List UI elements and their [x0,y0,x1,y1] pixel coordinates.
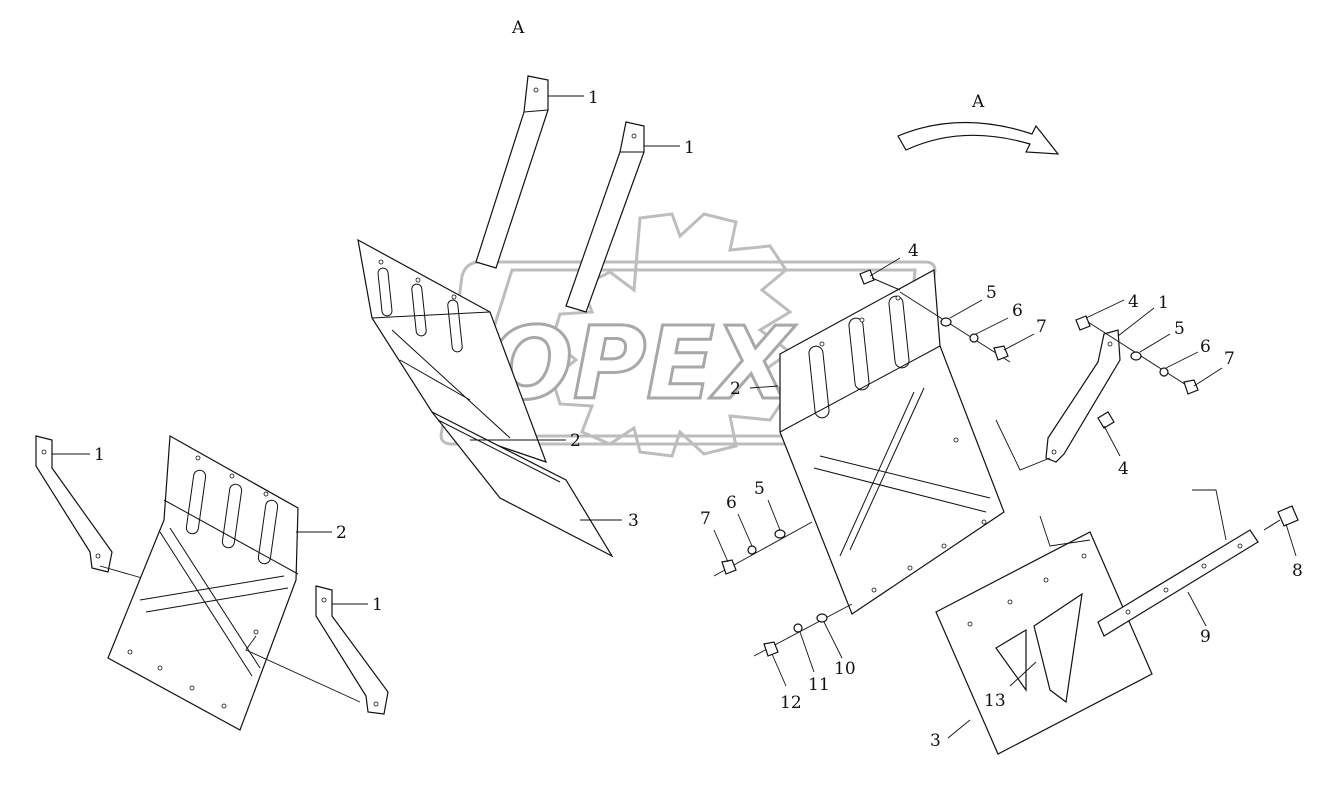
callout-right-13: 13 [984,691,1006,711]
callout-left-1a: 1 [94,445,105,465]
left-bracket-1a [35,435,113,573]
callout-right-5b: 5 [1174,319,1185,339]
callout-right-6b: 6 [1200,337,1211,357]
callout-right-4a: 4 [908,241,919,261]
reinforcement-strip-part-9 [1097,529,1259,637]
callout-right-7b: 7 [1224,349,1235,369]
view-arrow-label: A [971,92,985,112]
top-bracket-1b [565,121,645,313]
right-top-fasteners: 4 5 6 7 [859,241,1047,363]
middle-fasteners: 7 6 5 [700,479,813,577]
callout-bottom-12: 12 [780,693,802,713]
callout-right-6a: 6 [1012,301,1023,321]
callout-right-9: 9 [1200,627,1211,647]
view-label: A [511,18,525,38]
callout-middle-7: 7 [700,509,711,529]
right-assembly: 2 4 5 6 7 4 1 [700,241,1303,755]
callout-bottom-11: 11 [808,675,830,695]
callout-top-1a: 1 [588,88,599,108]
bolt-part-8 [1263,505,1299,531]
left-assembly: 1 2 1 [35,435,389,731]
top-mudflap-part-2 [357,238,548,463]
watermark-logo: OPEX [439,212,937,458]
top-assembly: 1 1 2 3 [357,75,695,558]
callout-right-4c: 4 [1118,459,1129,479]
top-mudflap-part-3 [431,411,614,558]
callout-right-8: 8 [1292,561,1303,581]
callout-right-5a: 5 [986,283,997,303]
callout-top-3: 3 [628,511,639,531]
view-direction-arrow [897,121,1060,155]
callout-left-1b: 1 [372,595,383,615]
callout-right-4b: 4 [1128,292,1139,312]
bottom-fasteners: 12 11 10 [753,603,856,713]
callout-top-2: 2 [570,431,581,451]
callout-left-2: 2 [336,523,347,543]
callout-middle-6: 6 [726,493,737,513]
callout-middle-5: 5 [754,479,765,499]
callout-right-1: 1 [1158,293,1169,313]
watermark-text: OPEX [488,305,797,422]
left-mudflap-part-2 [107,435,299,731]
callout-right-2: 2 [730,379,741,399]
right-bracket-1 [1045,329,1121,463]
callout-right-3: 3 [930,731,941,751]
callout-right-7a: 7 [1036,317,1047,337]
callout-bottom-10: 10 [834,659,856,679]
callout-top-1b: 1 [684,138,695,158]
right-mudflap-part-2 [779,269,1005,615]
top-bracket-1a [475,75,549,269]
right-mudflap-part-3 [935,531,1153,755]
left-bracket-1b [315,585,389,715]
